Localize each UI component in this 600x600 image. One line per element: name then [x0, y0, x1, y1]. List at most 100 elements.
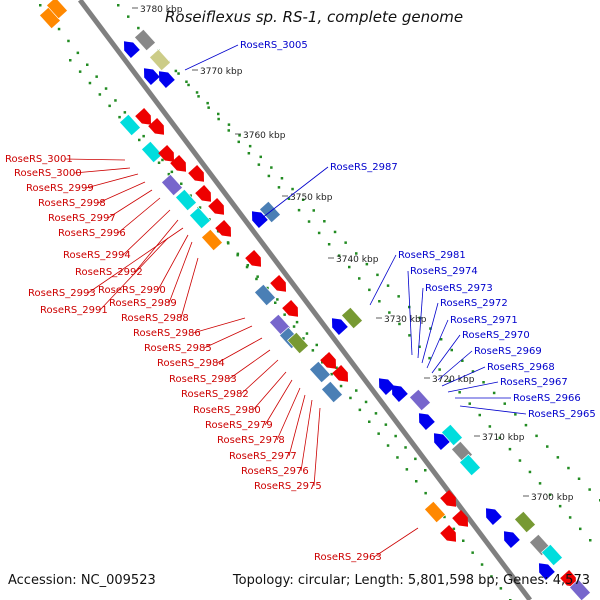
gene-box-body [175, 188, 197, 212]
gene-label: RoseRS_2992 [75, 267, 143, 278]
gene-arrow [188, 165, 205, 182]
gene-arrow [485, 508, 502, 525]
gene-label: RoseRS_2982 [181, 389, 249, 400]
leader-line [157, 234, 189, 291]
gene-label: RoseRS_2987 [330, 162, 398, 173]
tick-dot [270, 166, 273, 169]
leader-line [264, 379, 293, 426]
gene-box [424, 500, 446, 524]
tick-dot [414, 457, 417, 461]
tick-dot [589, 539, 592, 542]
leader-line [180, 257, 199, 319]
gene-arrow [332, 365, 349, 382]
leader-line [184, 44, 239, 71]
gene-box [541, 543, 563, 567]
gene-label: RoseRS_2968 [487, 362, 555, 373]
leader-line [168, 241, 193, 304]
tick-dot [548, 493, 552, 496]
tick-dot [311, 349, 315, 352]
gene-box-body [569, 578, 591, 600]
gene-label: RoseRS_2972 [440, 298, 508, 309]
accession-text: Accession: NC_009523 [8, 573, 156, 588]
tick-dot [287, 197, 291, 200]
tick-dot [277, 186, 281, 189]
gene-arrow-body [331, 318, 348, 335]
gene-arrow [195, 185, 212, 202]
gene-label: RoseRS_2989 [109, 298, 177, 309]
tick-dot [424, 469, 427, 472]
leader-line [431, 334, 461, 374]
tick-dot [295, 320, 299, 324]
gene-label: RoseRS_2966 [513, 393, 581, 404]
gene-box-body [161, 173, 183, 197]
gene-arrow-body [158, 145, 175, 162]
tick-dot [207, 106, 210, 109]
leader-line [276, 387, 301, 441]
tick-dot [123, 111, 127, 114]
tick-dot [418, 316, 422, 320]
tick-dot [462, 539, 465, 542]
tick-dot [386, 284, 390, 287]
tick-dot [488, 425, 492, 428]
tick-dot [88, 81, 92, 85]
tick-dot [333, 230, 337, 234]
gene-box-body [201, 228, 223, 252]
gene-arrow [245, 250, 262, 267]
tick-dot [405, 468, 409, 471]
gene-arrow [170, 155, 187, 172]
tick-dot [556, 456, 560, 459]
gene-label: RoseRS_2998 [38, 198, 106, 209]
tick-dot [408, 334, 411, 337]
gene-arrow [270, 275, 287, 292]
gene-box [321, 380, 343, 404]
leader-line [73, 167, 131, 174]
tick-dot [535, 434, 538, 438]
tick-dot [108, 104, 111, 108]
leader-line [252, 371, 287, 411]
tick-dot [274, 301, 277, 304]
tick-dot [259, 155, 262, 159]
gene-label: RoseRS_2996 [58, 228, 126, 239]
tick-dot [323, 220, 326, 223]
tick-dot [248, 144, 252, 148]
tick-dot [384, 423, 388, 426]
page-title: Roseiflexus sp. RS-1, complete genome [165, 8, 464, 26]
tick-dot [388, 311, 391, 314]
leader-line [261, 166, 329, 219]
gene-box [189, 206, 211, 230]
gene-box-body [341, 306, 363, 330]
tick-dot [471, 551, 474, 554]
leader-line [373, 527, 419, 558]
tick-dot [292, 325, 296, 328]
gene-arrow [433, 433, 450, 450]
gene-label: RoseRS_2963 [314, 552, 382, 563]
tick-dot [118, 115, 121, 119]
gene-arrow [123, 41, 140, 58]
tick-dot [439, 338, 443, 341]
scale-label: 3780 kbp [140, 5, 183, 15]
gene-arrow [251, 211, 268, 228]
gene-arrow [452, 510, 469, 527]
gene-arrow [320, 352, 337, 369]
gene-arrow [418, 413, 435, 430]
leader-line [369, 254, 397, 306]
gene-label: RoseRS_2984 [157, 358, 225, 369]
tick-dot [167, 172, 171, 176]
gene-arrow-body [251, 211, 268, 228]
tick-dot [227, 123, 231, 126]
gene-arrow-body [282, 300, 299, 317]
tick-dot [267, 174, 271, 178]
tick-dot [187, 83, 190, 87]
tick-dot [114, 99, 117, 102]
tick-dot [189, 194, 192, 197]
tick-dot [197, 95, 200, 98]
gene-label: RoseRS_2975 [254, 481, 322, 492]
tick-dot [344, 241, 347, 244]
tick-dot [568, 516, 572, 519]
gene-arrow [215, 220, 232, 237]
tick-dot [386, 444, 390, 447]
tick-dot [368, 420, 371, 423]
tick-dot [577, 477, 581, 480]
gene-box [514, 510, 536, 534]
